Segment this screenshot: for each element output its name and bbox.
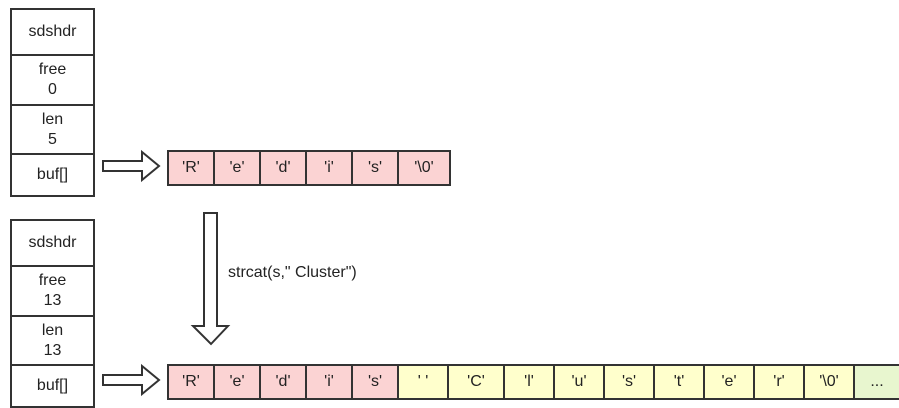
buffer-cell: 'd' — [261, 152, 307, 184]
len-field: len 5 — [12, 106, 93, 155]
buffer-cell: 'e' — [705, 366, 755, 398]
sdshdr-header: sdshdr — [12, 10, 93, 56]
free-value: 0 — [48, 81, 57, 98]
buffer-cell: 'C' — [449, 366, 505, 398]
buf-field: buf[] — [12, 155, 93, 195]
pointer-arrow-icon — [102, 363, 161, 397]
buffer-cell: 'e' — [215, 366, 261, 398]
buf-label: buf[] — [36, 377, 69, 394]
sdshdr-after: sdshdr free 13 len 13 buf[] — [10, 219, 95, 408]
buffer-cell: 's' — [353, 152, 399, 184]
free-label: free — [38, 272, 67, 289]
free-label: free — [38, 61, 67, 78]
sdshdr-before: sdshdr free 0 len 5 buf[] — [10, 8, 95, 197]
buf-label: buf[] — [36, 166, 69, 183]
sdshdr-header-label: sdshdr — [28, 234, 77, 251]
buffer-cell: 'r' — [755, 366, 805, 398]
len-value: 5 — [48, 130, 57, 148]
buffer-cell: 'u' — [555, 366, 605, 398]
buffer-cell: 'R' — [169, 152, 215, 184]
free-field: free 13 — [12, 267, 93, 317]
buffer-after: 'R''e''d''i''s'' ''C''l''u''s''t''e''r''… — [167, 364, 899, 400]
free-field: free 0 — [12, 56, 93, 106]
sdshdr-header-label: sdshdr — [28, 23, 77, 40]
buf-field: buf[] — [12, 366, 93, 406]
len-field: len 13 — [12, 317, 93, 366]
buffer-cell: 's' — [353, 366, 399, 398]
buffer-cell: '\0' — [805, 366, 855, 398]
buffer-cell: 'e' — [215, 152, 261, 184]
len-label: len — [41, 110, 64, 128]
buffer-cell: 's' — [605, 366, 655, 398]
buffer-cell: 'd' — [261, 366, 307, 398]
buffer-cell: 'i' — [307, 152, 353, 184]
buffer-cell: '\0' — [399, 152, 449, 184]
operation-label: strcat(s," Cluster") — [228, 264, 357, 281]
free-space-cell: ... — [855, 366, 899, 398]
buffer-before: 'R''e''d''i''s''\0' — [167, 150, 451, 186]
pointer-arrow-icon — [102, 149, 161, 183]
len-label: len — [41, 321, 64, 339]
buffer-cell: ' ' — [399, 366, 449, 398]
buffer-cell: 'R' — [169, 366, 215, 398]
len-value: 13 — [43, 341, 62, 359]
buffer-cell: 't' — [655, 366, 705, 398]
sdshdr-header: sdshdr — [12, 221, 93, 267]
free-value: 13 — [43, 292, 62, 309]
buffer-cell: 'l' — [505, 366, 555, 398]
down-arrow-icon — [190, 212, 231, 346]
buffer-cell: 'i' — [307, 366, 353, 398]
